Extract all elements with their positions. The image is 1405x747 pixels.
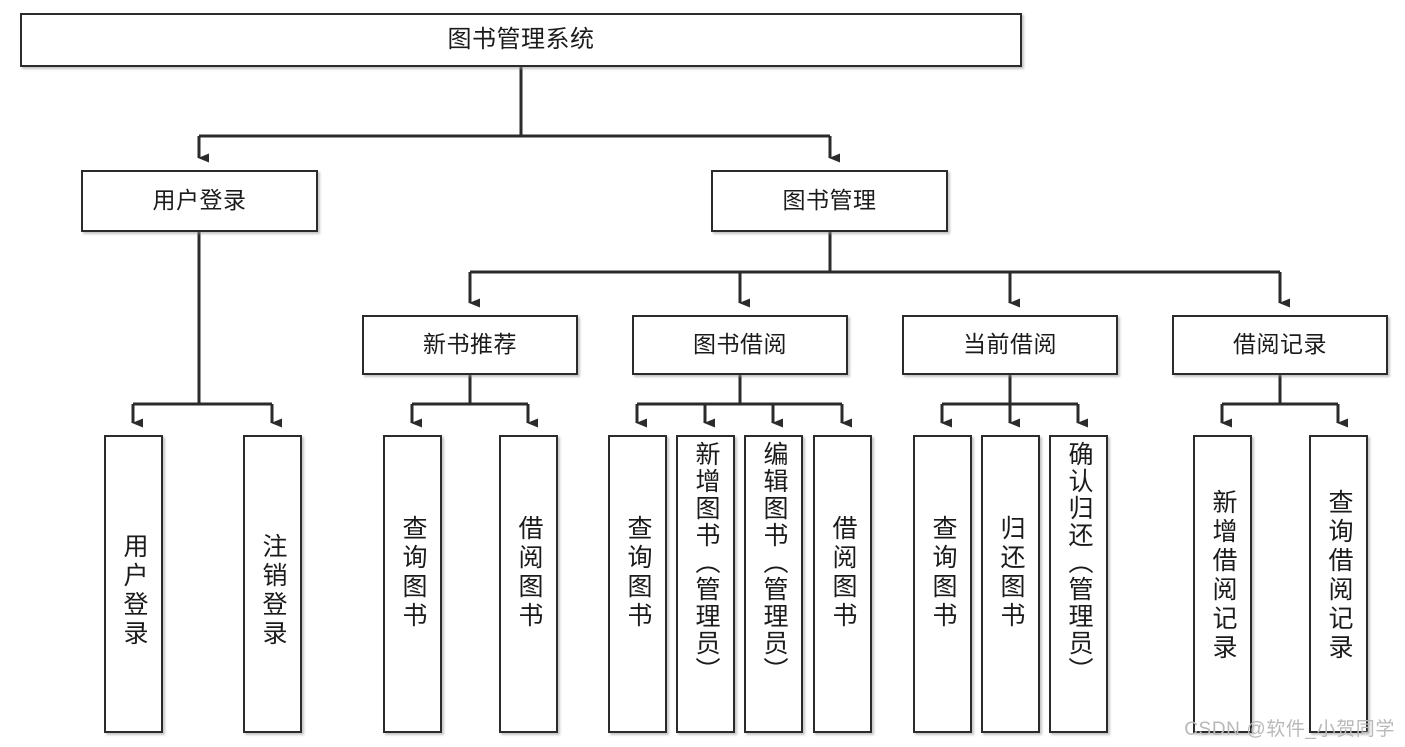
node-label: 查询借阅记录 <box>1325 489 1353 663</box>
node-current-borrow[interactable]: 当前借阅 <box>902 315 1118 375</box>
node-label: 借阅图书 <box>829 515 857 631</box>
node-book-borrow[interactable]: 图书借阅 <box>632 315 848 375</box>
node-label: 用户登录 <box>120 533 148 649</box>
leaf-return-book[interactable]: 归还图书 <box>981 435 1040 733</box>
node-root-system[interactable]: 图书管理系统 <box>20 13 1022 67</box>
node-label: 借阅图书 <box>515 515 543 631</box>
node-label: 借阅记录 <box>1233 331 1327 358</box>
leaf-user-login[interactable]: 用户登录 <box>104 435 163 733</box>
node-label: 新增借阅记录 <box>1209 489 1237 663</box>
leaf-add-book[interactable]: 新增图书（管理员） <box>676 435 735 733</box>
leaf-edit-book[interactable]: 编辑图书（管理员） <box>744 435 803 733</box>
leaf-query-borrow-record[interactable]: 查询借阅记录 <box>1309 435 1368 733</box>
node-label: 确认归还（管理员） <box>1065 441 1093 684</box>
node-borrow-record[interactable]: 借阅记录 <box>1172 315 1388 375</box>
leaf-logout-login[interactable]: 注销登录 <box>243 435 302 733</box>
node-label: 注销登录 <box>259 533 287 649</box>
leaf-borrow-book[interactable]: 借阅图书 <box>813 435 872 733</box>
node-label: 查询图书 <box>399 515 427 631</box>
node-label: 查询图书 <box>624 515 652 631</box>
node-label: 查询图书 <box>929 515 957 631</box>
node-new-book-rec[interactable]: 新书推荐 <box>362 315 578 375</box>
leaf-borrow-book-rec[interactable]: 借阅图书 <box>499 435 558 733</box>
csdn-watermark: CSDN @软件_小贺同学 <box>1184 719 1395 740</box>
leaf-add-borrow-record[interactable]: 新增借阅记录 <box>1193 435 1252 733</box>
node-label: 新增图书（管理员） <box>692 441 720 684</box>
node-label: 新书推荐 <box>423 331 517 358</box>
node-label: 当前借阅 <box>963 331 1057 358</box>
node-label: 图书借阅 <box>693 331 787 358</box>
leaf-query-book-rec[interactable]: 查询图书 <box>383 435 442 733</box>
node-book-manage[interactable]: 图书管理 <box>711 170 948 232</box>
node-label: 编辑图书（管理员） <box>760 441 788 684</box>
leaf-query-book-borrow[interactable]: 查询图书 <box>608 435 667 733</box>
leaf-query-book-current[interactable]: 查询图书 <box>913 435 972 733</box>
node-label: 用户登录 <box>152 187 247 214</box>
node-user-login[interactable]: 用户登录 <box>81 170 318 232</box>
node-label: 图书管理系统 <box>447 25 595 53</box>
leaf-confirm-return[interactable]: 确认归还（管理员） <box>1049 435 1108 733</box>
node-label: 图书管理 <box>782 187 877 214</box>
node-label: 归还图书 <box>997 515 1025 631</box>
